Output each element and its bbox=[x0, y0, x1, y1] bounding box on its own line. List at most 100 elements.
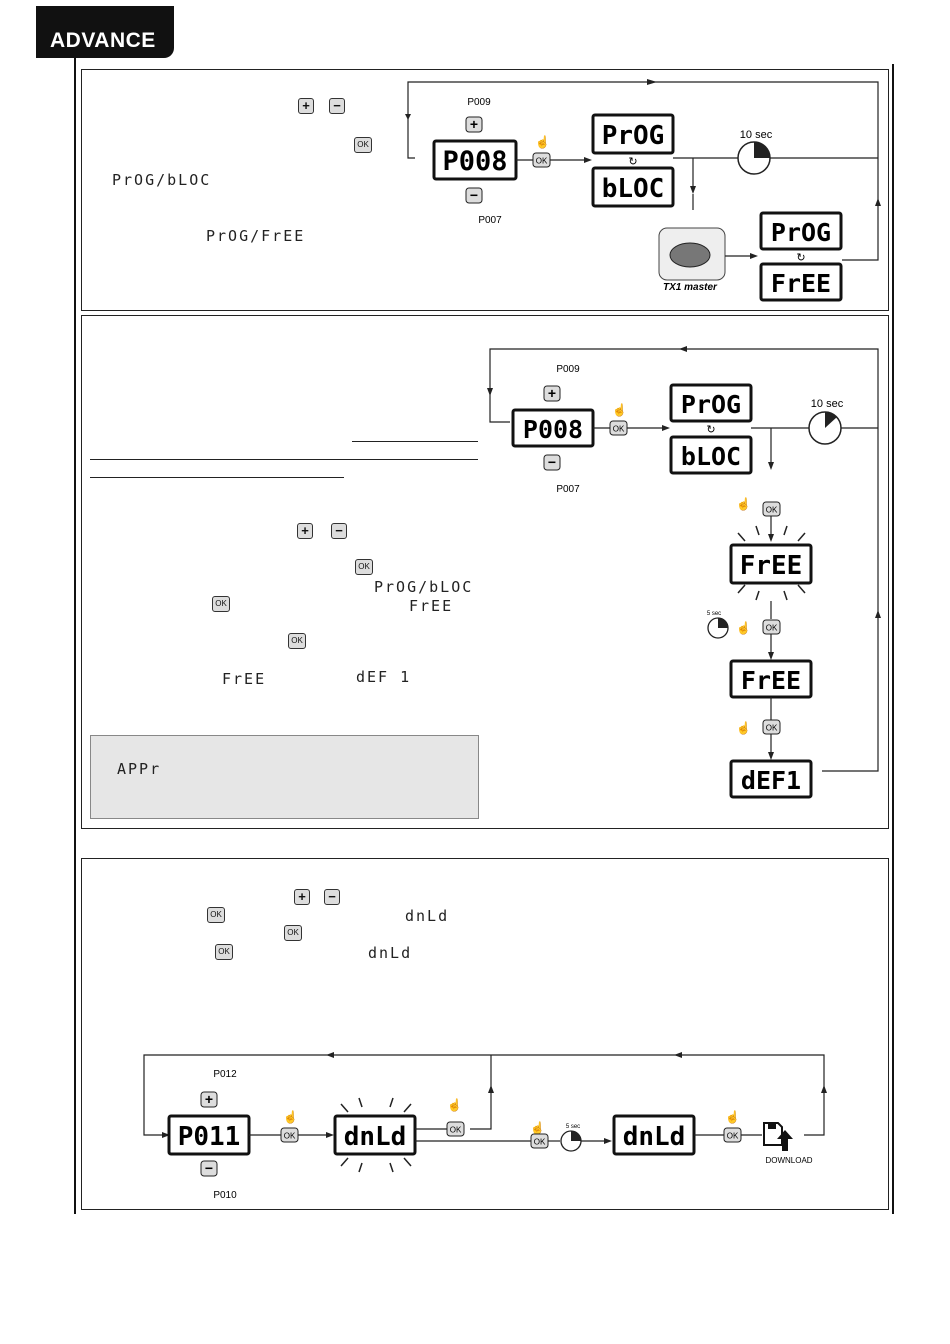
panel-1: + − OK PrOG/bLOC PrOG/FrEE P008 + P009 −… bbox=[81, 69, 889, 311]
display-dnld-text: dnLd bbox=[623, 1122, 686, 1152]
download-icon bbox=[763, 1122, 793, 1151]
diagram-ok-glyph: OK bbox=[536, 157, 548, 166]
diagram-ok-glyph-3d: OK bbox=[727, 1132, 739, 1141]
ok-button-3c: OK bbox=[215, 944, 233, 960]
diagram-plus-button-2 bbox=[543, 385, 561, 402]
diagram-minus-button bbox=[465, 187, 483, 204]
label-p010: P010 bbox=[213, 1190, 237, 1201]
blink-rays-1 bbox=[737, 525, 806, 601]
ok-button: OK bbox=[354, 137, 372, 153]
code-free-2: FrEE bbox=[409, 597, 454, 615]
diagram-plus-button bbox=[465, 116, 483, 133]
cycle-icon-2: ↻ bbox=[796, 252, 805, 264]
underline-2 bbox=[90, 459, 478, 460]
ok-button-2a: OK bbox=[355, 559, 373, 575]
label-p009: P009 bbox=[467, 97, 491, 108]
diagram-minus-button-3 bbox=[200, 1160, 218, 1177]
display-def1-text: dEF1 bbox=[741, 766, 801, 795]
timer-10sec-label-2: 10 sec bbox=[811, 398, 844, 410]
note-box: APPr bbox=[90, 735, 479, 819]
panel-3-diagram: P011 + P012 − P010 ☝ OK dnLd ☝ OK ☝ OK bbox=[143, 1052, 827, 1201]
hand-hold-icon-2: ☝ bbox=[530, 1120, 545, 1135]
display-p011-text: P011 bbox=[178, 1122, 241, 1152]
hand-press-icon-6: ☝ bbox=[447, 1097, 462, 1112]
display-def1 bbox=[729, 759, 813, 799]
hand-press-icon-3: ☝ bbox=[736, 496, 751, 511]
underline-1 bbox=[352, 441, 478, 442]
label-p012: P012 bbox=[213, 1069, 237, 1080]
minus-button: − bbox=[329, 98, 345, 114]
display-prog-2-text: PrOG bbox=[771, 218, 831, 247]
code-def1: dEF 1 bbox=[356, 668, 412, 686]
minus-button-2: − bbox=[331, 523, 347, 539]
code-dnld-2: dnLd bbox=[368, 944, 413, 962]
left-page-rule bbox=[74, 58, 76, 1214]
hand-press-icon: ☝ bbox=[535, 134, 550, 149]
panel-2: + − OK PrOG/bLOC OK FrEE OK FrEE dEF 1 A… bbox=[81, 315, 889, 829]
display-free-blink bbox=[729, 543, 813, 585]
remote-label: TX1 master bbox=[663, 282, 718, 293]
display-prog-3-text: PrOG bbox=[681, 390, 741, 419]
plus-button-2: + bbox=[297, 523, 313, 539]
note-code: APPr bbox=[117, 760, 162, 778]
display-p008-2-text: P008 bbox=[523, 415, 583, 444]
panel-3: + − OK dnLd OK OK dnLd P011 + P012 − P01… bbox=[81, 858, 889, 1210]
timer-5sec-label-2: 5 sec bbox=[566, 1124, 580, 1130]
display-prog-text: PrOG bbox=[602, 121, 665, 151]
display-dnld-blink bbox=[333, 1114, 417, 1156]
display-prog-3 bbox=[669, 383, 753, 423]
blink-rays-2 bbox=[340, 1097, 412, 1173]
diagram-minus-glyph-2: − bbox=[548, 454, 556, 470]
section-tab: ADVANCE bbox=[36, 6, 174, 58]
hand-press-icon-2: ☝ bbox=[612, 402, 627, 417]
diagram-plus-button-3 bbox=[200, 1091, 218, 1108]
display-free-text: FrEE bbox=[771, 269, 831, 298]
display-prog-2 bbox=[759, 211, 843, 251]
diagram-plus-glyph: + bbox=[470, 116, 478, 132]
diagram-minus-glyph-3: − bbox=[205, 1160, 213, 1176]
ok-button-2c: OK bbox=[288, 633, 306, 649]
diagram-ok-glyph-2b: OK bbox=[766, 506, 778, 515]
diagram-ok-button-3b bbox=[446, 1121, 465, 1137]
hand-press-icon-4: ☝ bbox=[736, 720, 751, 735]
display-free-2-text: FrEE bbox=[741, 666, 801, 695]
diagram-plus-glyph-2: + bbox=[548, 385, 556, 401]
download-label: DOWNLOAD bbox=[765, 1156, 812, 1165]
ok-button-2b: OK bbox=[212, 596, 230, 612]
code-prog-bloc-2: PrOG/bLOC bbox=[374, 578, 474, 596]
minus-button-3: − bbox=[324, 889, 340, 905]
display-bloc bbox=[591, 166, 675, 208]
code-free-3: FrEE bbox=[222, 670, 267, 688]
diagram-ok-glyph-3c: OK bbox=[534, 1138, 546, 1147]
label-p009-2: P009 bbox=[556, 364, 580, 375]
display-free bbox=[759, 262, 843, 302]
diagram-ok-glyph-3b: OK bbox=[450, 1126, 462, 1135]
code-prog-bloc: PrOG/bLOC bbox=[112, 171, 212, 189]
label-p007: P007 bbox=[478, 215, 502, 226]
diagram-ok-glyph-2a: OK bbox=[613, 425, 625, 434]
label-p007-2: P007 bbox=[556, 484, 580, 495]
code-dnld-1: dnLd bbox=[405, 907, 450, 925]
display-bloc-2-text: bLOC bbox=[681, 442, 741, 471]
panel-2-diagram: P008 + P009 − P007 OK ☝ PrOG ↻ bLOC 10 s… bbox=[487, 346, 881, 799]
hand-hold-icon: ☝ bbox=[736, 620, 751, 635]
diagram-minus-glyph: − bbox=[470, 187, 478, 203]
display-bloc-2 bbox=[669, 435, 753, 475]
diagram-ok-glyph-2d: OK bbox=[766, 724, 778, 733]
underline-3 bbox=[90, 477, 344, 478]
diagram-ok-glyph-3a: OK bbox=[284, 1132, 296, 1141]
diagram-minus-button-2 bbox=[543, 454, 561, 471]
hand-press-icon-5: ☝ bbox=[283, 1109, 298, 1124]
code-prog-free: PrOG/FrEE bbox=[206, 227, 306, 245]
cycle-icon: ↻ bbox=[628, 156, 637, 168]
display-free-blink-text: FrEE bbox=[740, 551, 803, 581]
diagram-plus-glyph-3: + bbox=[205, 1091, 213, 1107]
cycle-icon-3: ↻ bbox=[706, 424, 715, 436]
right-page-rule bbox=[892, 64, 894, 1214]
display-prog bbox=[591, 113, 675, 155]
ok-button-3b: OK bbox=[284, 925, 302, 941]
panel-1-diagram: P008 + P009 − P007 OK ☝ PrOG ↻ bLOC 10 s… bbox=[405, 79, 881, 302]
diagram-ok-glyph-2c: OK bbox=[766, 624, 778, 633]
display-dnld-blink-text: dnLd bbox=[344, 1122, 407, 1152]
hand-press-icon-7: ☝ bbox=[725, 1109, 740, 1124]
